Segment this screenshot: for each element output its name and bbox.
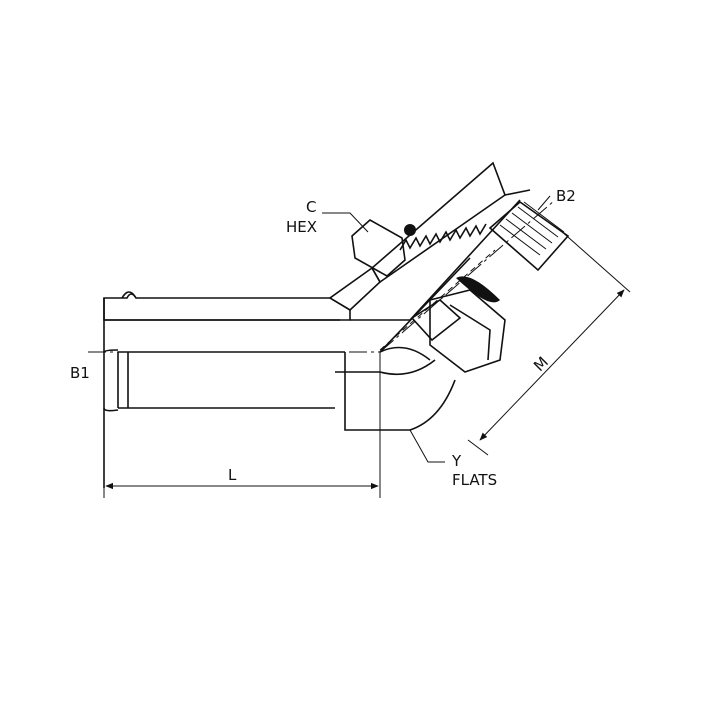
dimension-m: M xyxy=(467,229,631,456)
hidden-line xyxy=(379,249,496,351)
label-m: M xyxy=(530,353,552,375)
label-hex: HEX xyxy=(286,218,317,236)
label-l: L xyxy=(228,466,237,484)
leader-b2 xyxy=(537,195,551,211)
leader-c-hex xyxy=(322,212,369,233)
label-b1: B1 xyxy=(70,364,90,382)
elbow-wall-section xyxy=(328,266,382,311)
label-b2: B2 xyxy=(556,187,576,205)
leader-y-flats xyxy=(409,429,445,463)
dimension-l: L xyxy=(103,352,381,498)
threaded-section xyxy=(370,161,506,284)
label-c: C xyxy=(306,198,316,216)
tube-body xyxy=(103,291,351,488)
label-flats: FLATS xyxy=(452,471,497,489)
centerline-angled xyxy=(379,199,556,353)
label-y: Y xyxy=(451,452,462,470)
stud-thread xyxy=(488,200,570,272)
elbow-lower xyxy=(335,346,456,431)
hex-nut xyxy=(351,219,416,277)
tube-wall-section xyxy=(103,293,351,321)
